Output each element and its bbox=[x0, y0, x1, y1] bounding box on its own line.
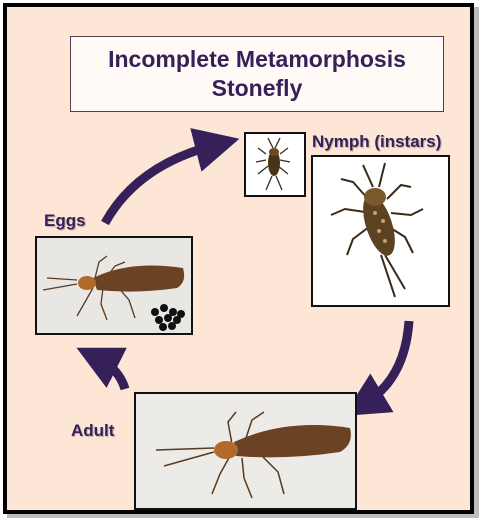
frame-shadow-right bbox=[474, 7, 479, 515]
cycle-arrow-icon bbox=[99, 359, 125, 389]
stage-label-nymph: Nymph (instars) bbox=[312, 132, 441, 152]
frame-shadow-bottom bbox=[7, 514, 479, 518]
diagram-frame: Incomplete Metamorphosis Stonefly bbox=[3, 3, 474, 514]
stage-label-adult: Adult bbox=[71, 421, 114, 441]
cycle-arrow-icon bbox=[105, 145, 215, 223]
cycle-arrow-icon bbox=[365, 321, 409, 403]
nymph-large-image bbox=[311, 155, 450, 307]
nymph-small-image bbox=[244, 132, 306, 197]
adult-image bbox=[134, 392, 357, 510]
stage-label-eggs: Eggs bbox=[44, 211, 86, 231]
eggs-image bbox=[35, 236, 193, 335]
